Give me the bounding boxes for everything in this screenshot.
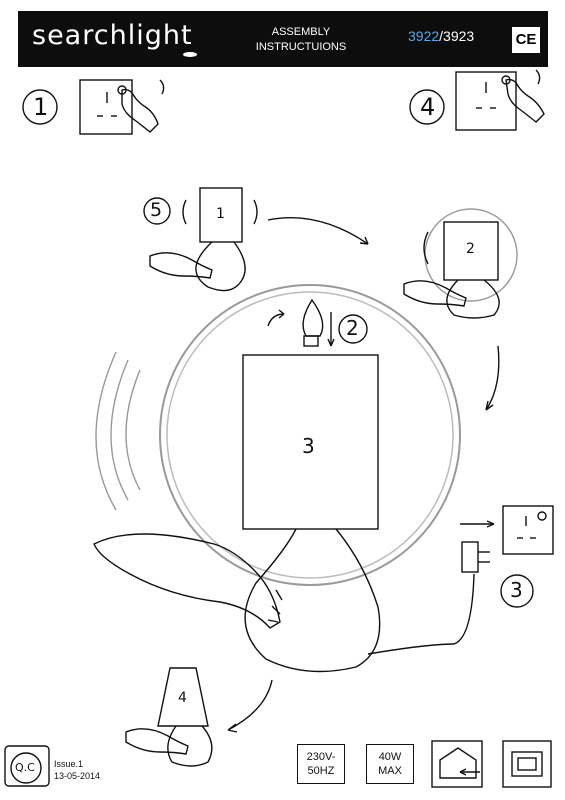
step-5-circle xyxy=(143,197,171,225)
hand-icon xyxy=(93,533,281,629)
step-number-4: 4 xyxy=(420,93,436,121)
voltage-line-2: 50HZ xyxy=(307,765,335,777)
main-lamp-label: 3 xyxy=(302,434,315,458)
plug-icon xyxy=(461,541,479,573)
issue-number: Issue.1 xyxy=(54,759,84,769)
small-lamp-4-shade xyxy=(157,667,209,727)
small-lamp-4-label: 4 xyxy=(178,690,187,706)
voltage-box: 230V- 50HZ xyxy=(297,744,345,784)
issue-info: Issue.1 13-05-2014 xyxy=(54,758,100,782)
step-number-3: 3 xyxy=(510,578,523,602)
small-lamp-2-base xyxy=(446,279,500,319)
small-lamp-4-base xyxy=(167,725,213,767)
voltage-line-1: 230V- xyxy=(306,751,336,763)
document-title: ASSEMBLY INSTRUCTUIONS xyxy=(246,25,356,55)
step-number-1: 1 xyxy=(33,93,49,121)
qc-box xyxy=(4,745,50,787)
ce-mark: CE xyxy=(512,27,540,53)
brand-logo: searchlight xyxy=(32,20,193,51)
product-codes: 3922/3923 xyxy=(408,28,474,44)
small-lamp-2-shade xyxy=(443,221,499,281)
product-code-b: /3923 xyxy=(439,28,475,44)
power-cord xyxy=(367,573,475,655)
small-lamp-1-shade xyxy=(199,187,243,243)
main-lamp-base xyxy=(244,528,381,673)
step-number-2: 2 xyxy=(346,316,359,340)
wattage-line-2: MAX xyxy=(378,765,402,777)
bulb-icon xyxy=(302,298,324,337)
wattage-box: 40W MAX xyxy=(366,744,414,784)
hand-icon xyxy=(505,78,545,123)
socket-switch-icon xyxy=(455,71,517,131)
socket-switch-icon xyxy=(79,79,133,135)
step-2-circle xyxy=(338,314,368,344)
step-4-circle xyxy=(409,89,445,125)
indoor-use-icon xyxy=(431,740,483,788)
hand-icon xyxy=(121,88,159,133)
curved-arrow-2 xyxy=(485,345,500,411)
socket-switch-icon xyxy=(502,505,554,555)
issue-date: 13-05-2014 xyxy=(54,771,101,781)
hand-icon xyxy=(403,280,467,307)
curved-arrow-3 xyxy=(227,679,273,731)
qc-label: Q.C xyxy=(15,761,35,774)
small-lamp-1-base xyxy=(195,241,246,292)
header-bar: searchlight ASSEMBLY INSTRUCTUIONS 3922/… xyxy=(18,11,548,67)
step-number-5: 5 xyxy=(150,199,163,221)
small-lamp-1-label: 1 xyxy=(216,206,225,222)
rotate-arrow xyxy=(267,313,285,327)
main-lamp-shade xyxy=(242,354,379,530)
curved-arrow-1 xyxy=(267,217,369,245)
step-1-circle xyxy=(22,89,58,125)
small-lamp-2-label: 2 xyxy=(466,241,475,257)
title-line-2: INSTRUCTUIONS xyxy=(255,41,347,53)
brand-logo-dot xyxy=(183,52,197,57)
class-ii-icon xyxy=(502,740,552,788)
title-line-1: ASSEMBLY xyxy=(271,26,331,38)
hand-icon xyxy=(149,252,213,279)
hand-icon xyxy=(125,728,189,755)
product-code-a: 3922 xyxy=(408,28,440,44)
wattage-line-1: 40W xyxy=(378,751,402,763)
step-3-circle xyxy=(500,574,534,608)
